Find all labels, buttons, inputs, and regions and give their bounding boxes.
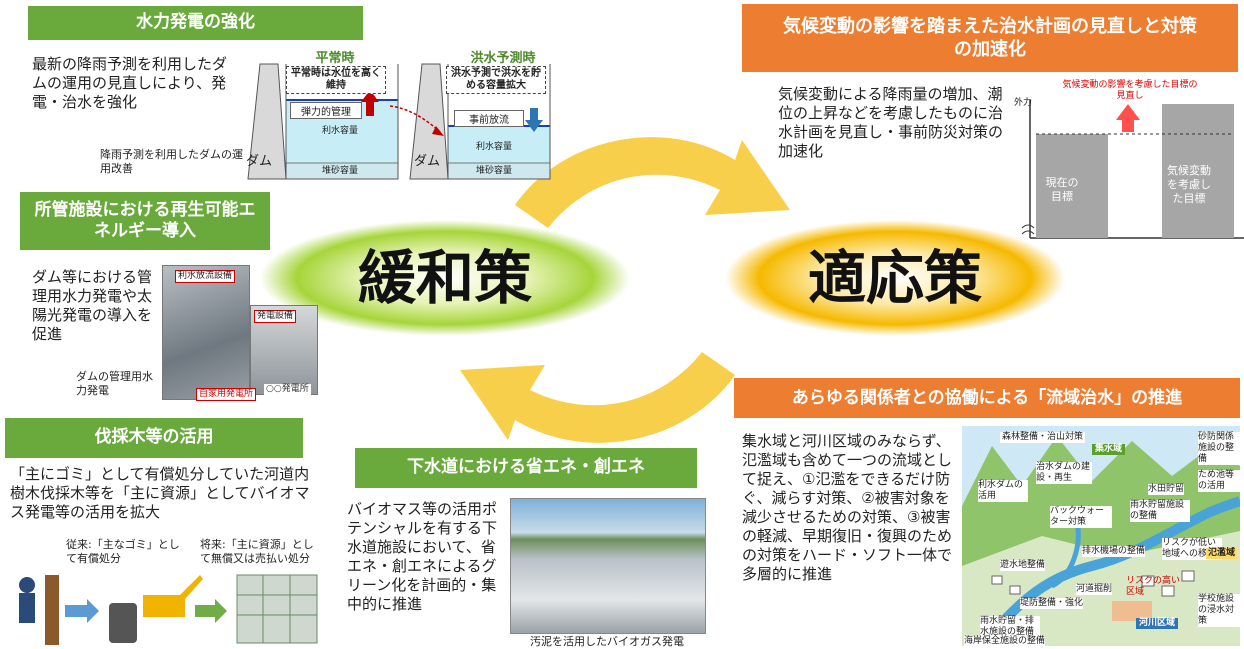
logging-before: 従来:「主なゴミ」として有償処分: [66, 538, 180, 565]
hydro-body: 最新の降雨予測を利用したダムの運用の見直しにより、発電・治水を強化: [32, 55, 228, 111]
logging-after: 将来:「主に資源」として無償又は売払い処分: [200, 538, 314, 565]
map-label-rain-tank: 雨水貯留・排水施設の整備: [980, 616, 1040, 638]
flood-note: 洪水予測で洪水を貯める容量拡大: [446, 66, 546, 94]
flood-label: 洪水予測時: [470, 51, 536, 66]
bottom-cycle-arrow: [460, 352, 735, 443]
map-label-levee: 遊水地整備: [1000, 560, 1046, 571]
hydro-caption: 降雨予測を利用したダムの運用改善: [100, 148, 243, 175]
current-target-label: 現在の目標: [1045, 176, 1079, 203]
photo-label-station: ○○発電所: [264, 384, 311, 395]
dam-label-right: ダム: [414, 154, 441, 169]
current-bar: [1036, 134, 1108, 238]
climate-title: 気候変動の影響を踏まえた治水計画の見直しと対策の加速化: [742, 4, 1238, 72]
normal-note: 平常時は水位を高く維持: [286, 66, 386, 94]
climate-body: 気候変動による降雨量の増加、潮位の上昇などを考慮したものに治水計画を見直し・事前…: [778, 85, 1004, 160]
adaptation-glow: [725, 220, 1065, 336]
map-label-storage: 雨水貯留施設の整備: [1130, 500, 1190, 522]
dam-diagram: [247, 63, 551, 180]
map-label-tame: ため池等の活用: [1198, 470, 1240, 492]
biogas-photo: [510, 498, 706, 634]
basin-body: 集水域と河川区域のみならず、氾濫域も含めて一つの流域として捉え、①氾濫をできるだ…: [742, 432, 953, 583]
adaptation-label: 適応策: [807, 244, 982, 312]
map-label-paddy: 水田貯留: [1148, 484, 1185, 495]
map-label-coast: 海岸保全施設の整備: [964, 636, 1046, 647]
top-cycle-arrow: [515, 137, 790, 228]
future-bar: [1162, 104, 1234, 238]
renewable-body: ダム等における管理用水力発電や太陽光発電の導入を促進: [32, 268, 153, 343]
dam-facility-photo: [162, 265, 250, 400]
water-use-right: 利水容量: [476, 142, 513, 152]
flex-mgmt-label: 弾力的管理: [290, 102, 362, 119]
sediment-left: 堆砂容量: [322, 166, 359, 176]
chart-y-label: 外力: [1014, 98, 1033, 108]
map-label-flood-zone: 氾濫域: [1206, 548, 1238, 559]
map-label-risk: リスクの高い区域: [1126, 576, 1181, 597]
water-use-left: 利水容量: [322, 126, 359, 136]
mitigation-label: 緩和策: [357, 244, 532, 312]
photo-label-private: 自家用発電所: [196, 388, 257, 401]
map-label-river-zone: 河川区域: [1136, 618, 1179, 629]
future-target-label: 気候変動を考慮した目標: [1167, 164, 1211, 205]
map-label-catchment: 集水域: [1092, 444, 1126, 455]
renewable-caption: ダムの管理用水力発電: [76, 370, 153, 397]
map-label-backwater: バックウォーター対策: [1050, 506, 1112, 528]
normal-label: 平常時: [315, 51, 355, 66]
dam-label-left: ダム: [246, 154, 273, 169]
map-label-pump: 排水機場の整備: [1082, 546, 1146, 557]
map-label-school: 学校施設の浸水対策: [1198, 594, 1242, 627]
chart-note: 気候変動の影響を考慮した目標の見直し: [1062, 80, 1198, 101]
map-label-dredge: 河道掘削: [1076, 584, 1113, 595]
photo-label-gen: 発電設備: [254, 310, 297, 323]
map-label-forest: 森林整備・治山対策: [1000, 432, 1086, 443]
photo-label-release: 利水放流設備: [175, 270, 236, 283]
pre-release-label: 事前放流: [454, 110, 524, 127]
renewable-title: 所管施設における再生可能エネルギー導入: [20, 192, 270, 250]
basin-title: あらゆる関係者との協働による「流域治水」の推進: [734, 378, 1240, 418]
map-label-embank: 堤防整備・強化: [1020, 598, 1084, 609]
hydro-title: 水力発電の強化: [28, 6, 363, 40]
logging-body: 「主にゴミ」として有償処分していた河道内樹木伐採木等を「主に資源」としてバイオマ…: [10, 465, 310, 521]
map-label-sabo: 砂防関係施設の整備: [1198, 432, 1240, 465]
logging-title: 伐採木等の活用: [5, 418, 303, 458]
sewage-title: 下水道における省エネ・創エネ: [355, 448, 697, 488]
sewage-caption: 汚泥を活用したバイオガス発電: [530, 635, 684, 648]
sediment-right: 堆砂容量: [476, 166, 513, 176]
climate-chart: [1021, 100, 1244, 239]
mitigation-glow: [260, 220, 630, 336]
map-label-reservoir: 治水ダムの建設・再生: [1036, 462, 1092, 484]
sewage-body: バイオマス等の活用ポテンシャルを有する下水道施設において、省エネ・創エネによるグ…: [347, 500, 498, 613]
map-label-dam-use: 利水ダムの活用: [978, 480, 1028, 502]
logging-illustration: [19, 574, 318, 645]
